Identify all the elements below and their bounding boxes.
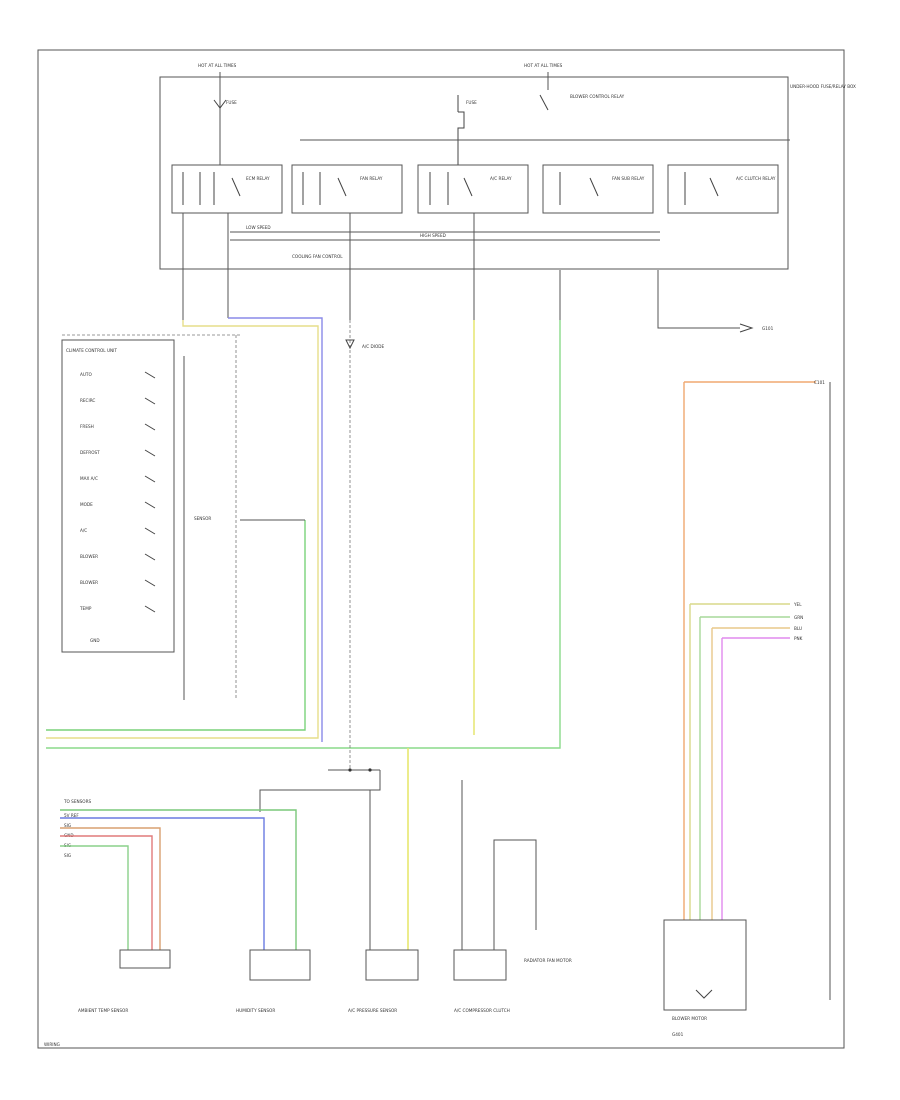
diode-symbol <box>345 339 355 350</box>
relay-2: FAN RELAY <box>291 164 403 214</box>
relay-4: FAN SUB RELAY <box>542 164 654 214</box>
junction-dot-2 <box>368 768 372 772</box>
bottom-left-row-1: SIG <box>64 823 71 828</box>
junction-dot-1 <box>348 768 352 772</box>
climate-switch-3: DEFROST <box>80 450 100 455</box>
relay-1-label: ECM RELAY <box>246 176 270 181</box>
wire-right-pnk <box>721 637 790 920</box>
relay-2-label: FAN RELAY <box>360 176 383 181</box>
bottom-pressure-label: A/C PRESSURE SENSOR <box>348 1008 397 1013</box>
blower-relay-switch <box>539 94 549 111</box>
ground-symbol <box>739 323 754 333</box>
climate-switch-8: BLOWER <box>80 580 98 585</box>
bottom-mid-component-label: HUMIDITY SENSOR <box>236 1008 275 1013</box>
bottom-ref-label: WIRING <box>44 1042 60 1047</box>
compressor-return <box>493 839 537 950</box>
blower-motor-symbol <box>695 989 713 999</box>
climate-switch-5: MODE <box>80 502 93 507</box>
climate-unit-label: CLIMATE CONTROL UNIT <box>66 348 117 353</box>
fuse-a-label: FUSE <box>226 100 237 105</box>
bottom-left-block-label: TO SENSORS <box>63 799 91 804</box>
blower-motor <box>663 919 747 1011</box>
relay-5-label: A/C CLUTCH RELAY <box>736 176 776 181</box>
low-speed-label: LOW SPEED <box>246 225 271 230</box>
power-label-left: HOT AT ALL TIMES <box>198 63 237 68</box>
relay-3: A/C RELAY <box>417 164 529 214</box>
bottom-fan-label: RADIATOR FAN MOTOR <box>524 958 572 963</box>
bl-wire-red <box>60 835 153 950</box>
right-top-connector-label: C101 <box>814 380 825 385</box>
climate-switch-7: BLOWER <box>80 554 98 559</box>
climate-switch-4: MAX A/C <box>80 476 98 481</box>
diode-label: A/C DIODE <box>362 344 385 349</box>
bottom-left-component-label: AMBIENT TEMP SENSOR <box>78 1008 128 1013</box>
humidity-sensor <box>249 949 311 981</box>
wire-blu <box>228 317 323 742</box>
pressure-sensor <box>365 949 419 981</box>
ground-label: G101 <box>762 326 774 331</box>
power-label-right: HOT AT ALL TIMES <box>524 63 563 68</box>
bottom-compressor-label: A/C COMPRESSOR CLUTCH <box>454 1008 510 1013</box>
blower-control-relay-label: BLOWER CONTROL RELAY <box>570 94 625 99</box>
wire-right-grn <box>699 616 790 920</box>
climate-switch-9: TEMP <box>79 606 92 611</box>
junction-branch <box>259 770 381 812</box>
climate-switch-2: FRESH <box>80 424 94 429</box>
compressor-clutch <box>453 949 507 981</box>
ground-g-label: GND <box>90 638 100 643</box>
bottom-left-row-0: 5V REF <box>64 813 79 818</box>
ambient-sensor <box>119 949 171 969</box>
relay-1: ECM RELAY <box>171 164 283 214</box>
fuse-b-label: FUSE <box>466 100 477 105</box>
wire-exit-6 <box>657 270 740 329</box>
fuse-b-symbol <box>457 95 465 165</box>
bottom-left-row-4: SIG <box>64 853 71 858</box>
bl-wire-blu <box>60 817 265 950</box>
cooling-fan-control-label: COOLING FAN CONTROL <box>292 254 343 259</box>
underhood-box-label: UNDER-HOOD FUSE/RELAY BOX <box>790 84 856 89</box>
relay-3-label: A/C RELAY <box>490 176 512 181</box>
climate-switch-symbols <box>144 371 156 613</box>
diagram-frame <box>37 49 845 1049</box>
wire-yel-grn <box>46 320 319 739</box>
right-row-1: GRN <box>794 615 803 620</box>
fuse-a-symbol <box>213 99 227 109</box>
climate-switch-6: A/C <box>80 528 87 533</box>
wire-grn-1 <box>46 520 306 731</box>
wire-grn-2 <box>46 320 561 749</box>
relay-5: A/C CLUTCH RELAY <box>667 164 779 214</box>
climate-switch-1: RECIRC <box>80 398 95 403</box>
wire-right-tan <box>711 627 790 920</box>
bl-wire-grn2 <box>60 845 129 950</box>
bottom-right-component-label: BLOWER MOTOR <box>672 1016 707 1021</box>
wire-right-yel <box>689 603 790 920</box>
bl-wire-orange <box>60 827 161 950</box>
sensor-input-label: SENSOR <box>194 516 211 521</box>
climate-switch-0: AUTO <box>80 372 92 377</box>
right-row-3: PNK <box>794 636 803 641</box>
climate-switch-list: AUTO RECIRC FRESH DEFROST MAX A/C MODE A… <box>79 372 100 611</box>
high-speed-label: HIGH SPEED <box>420 233 446 238</box>
climate-unit-box <box>61 339 175 653</box>
right-row-0: YEL <box>793 602 802 607</box>
right-row-2: BLU <box>794 626 802 631</box>
relay-4-label: FAN SUB RELAY <box>612 176 645 181</box>
bl-wire-grn <box>60 809 297 950</box>
ground-right-label: G401 <box>672 1032 684 1037</box>
